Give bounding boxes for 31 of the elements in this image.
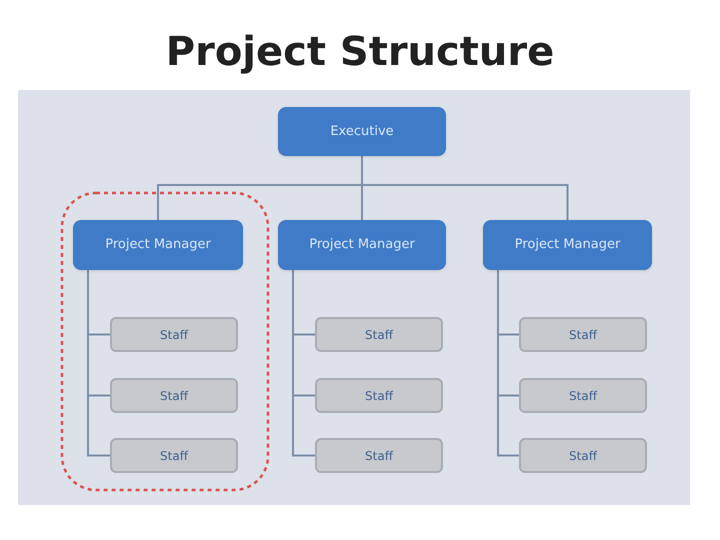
node-label: Staff — [569, 326, 597, 344]
role-box — [278, 220, 446, 270]
connector-line — [361, 156, 568, 220]
node-label: Staff — [569, 388, 597, 404]
role-box — [483, 220, 652, 270]
node-label: Staff — [160, 448, 188, 464]
staff-box — [315, 438, 443, 473]
staff-box — [519, 317, 647, 352]
node-label: Project Manager — [105, 236, 211, 254]
node-label: Staff — [160, 388, 188, 404]
node-label: Staff — [365, 326, 393, 344]
staff-box — [315, 317, 443, 352]
node-label: Staff — [160, 326, 188, 344]
staff-box — [110, 378, 238, 413]
role-box — [73, 220, 243, 270]
node-label: Staff — [365, 448, 393, 464]
title: Project Structure — [164, 28, 556, 77]
staff-box — [315, 378, 443, 413]
staff-box — [110, 317, 238, 352]
connector-line — [292, 270, 315, 456]
staff-box — [110, 438, 238, 473]
connector-line — [87, 270, 110, 456]
staff-box — [519, 378, 647, 413]
node-label: Project Manager — [309, 236, 415, 254]
node-label: Executive — [330, 122, 394, 141]
role-box — [278, 107, 446, 156]
staff-box — [519, 438, 647, 473]
node-label: Staff — [365, 388, 393, 404]
node-label: Project Manager — [514, 236, 620, 254]
node-label: Staff — [569, 448, 597, 464]
connector-line — [497, 270, 519, 456]
